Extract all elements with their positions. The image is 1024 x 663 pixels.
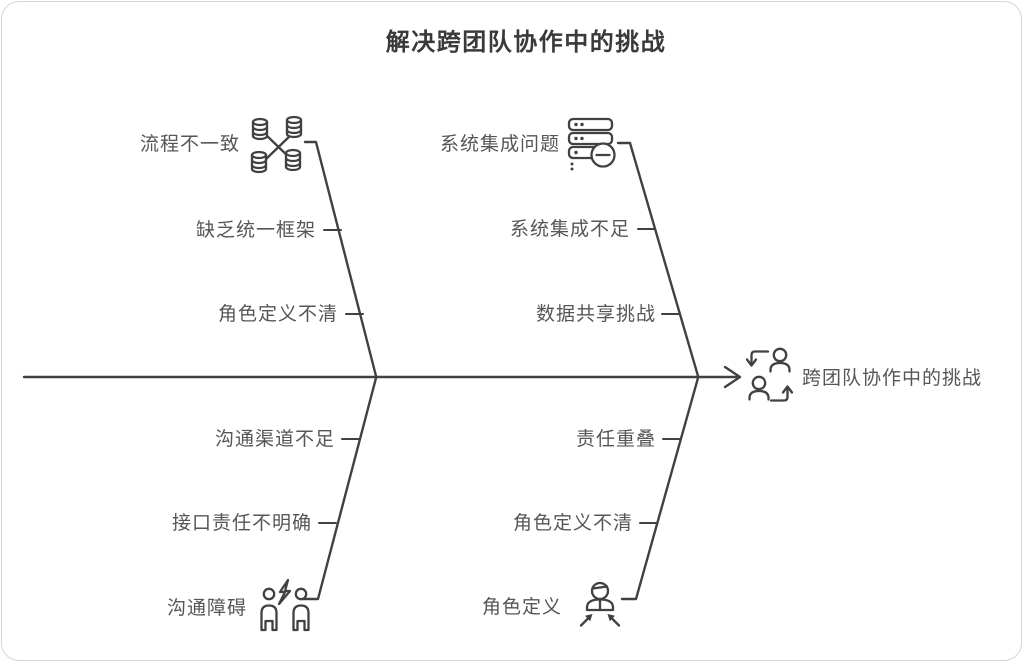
communication-conflict-icon [260,578,310,632]
spine-arrowhead-icon [723,365,742,389]
branch-label-roles: 角色定义 [482,596,562,618]
cause-label: 缺乏统一框架 [196,219,316,241]
branch-line-process [303,140,378,378]
cause-label: 沟通渠道不足 [215,428,335,450]
branch-line-roles [620,376,700,601]
branch-line-system [616,141,700,378]
branch-label-process: 流程不一致 [140,133,240,155]
branch-label-system: 系统集成问题 [440,133,560,155]
branch-label-communication: 沟通障碍 [167,597,247,619]
team-exchange-icon [745,347,794,402]
database-silos-icon [250,115,303,174]
branch-line-communication [301,376,378,601]
cause-label: 数据共享挑战 [536,303,656,325]
cause-label: 责任重叠 [576,428,656,450]
cause-label: 接口责任不明确 [172,512,312,534]
role-assignment-icon [579,581,621,627]
cause-label: 角色定义不清 [513,512,633,534]
silos-link-line [262,131,295,163]
cause-label: 系统集成不足 [510,218,630,240]
diagram-title: 解决跨团队协作中的挑战 [386,28,667,56]
cause-label: 角色定义不清 [218,303,338,325]
spine [22,365,742,389]
server-error-icon [567,117,616,171]
effect-label: 跨团队协作中的挑战 [802,367,982,389]
